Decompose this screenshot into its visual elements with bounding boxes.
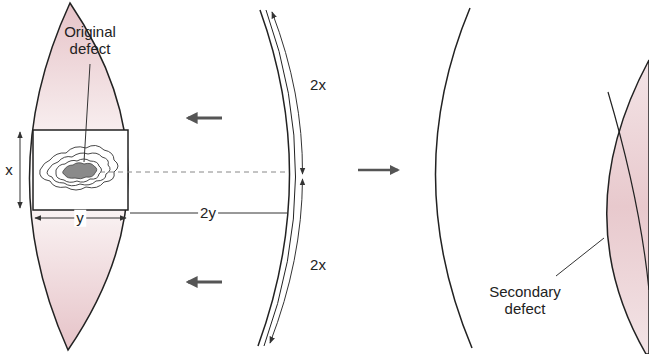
defect-contours: [40, 145, 118, 190]
dimension-arrow: [270, 179, 303, 343]
dimension-label: 2y: [198, 205, 218, 222]
part-label: Secondary defect: [485, 284, 565, 317]
leader-line: [556, 238, 604, 276]
defect-square: [33, 130, 128, 210]
movement-arrow: [188, 117, 222, 120]
part-label: Original defect: [50, 24, 130, 57]
defect-core: [63, 163, 97, 179]
dimension-label: 2x: [308, 77, 328, 94]
movement-arrow: [188, 281, 222, 284]
dimension-arrow: [272, 12, 303, 174]
closed-incision: [435, 8, 472, 348]
incision-arc: [264, 10, 296, 346]
axis-line: [100, 172, 288, 173]
dimension-label: 2x: [308, 257, 328, 274]
dimension-arrow: [20, 132, 21, 208]
leader-line: [84, 64, 90, 162]
dimension-label: x: [3, 162, 15, 179]
transposed-flap: [607, 60, 649, 354]
incision-arc: [258, 10, 290, 346]
step-arrow: [358, 169, 398, 172]
flap-edge: [608, 92, 649, 290]
dimension-label: y: [74, 210, 86, 227]
